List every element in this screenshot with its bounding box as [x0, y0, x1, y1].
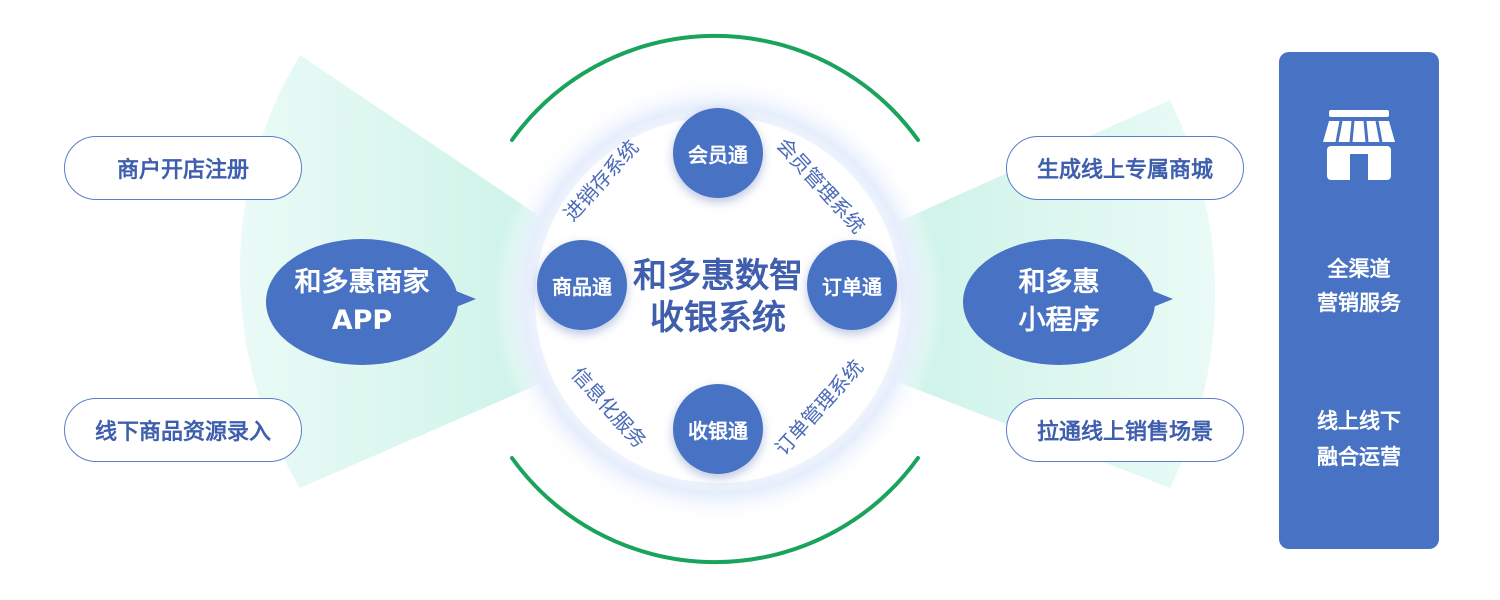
order-node: 订单通 — [807, 240, 897, 330]
bottom-green-arc — [510, 456, 920, 565]
store-icon — [1323, 110, 1395, 180]
panel-text-line2: 营销服务 — [1317, 291, 1401, 315]
merchant-app-bubble-tail — [446, 287, 476, 311]
panel-text-line3: 线上线下 — [1317, 409, 1401, 433]
center-title-line2: 收银系统 — [650, 298, 786, 338]
merchant-app-line1: 和多惠商家 — [294, 267, 430, 298]
mini-program-bubble: 和多惠 小程序 — [963, 239, 1155, 365]
mini-program-line1: 和多惠 — [1018, 267, 1100, 298]
offline-goods-entry-pill: 线下商品资源录入 — [64, 398, 302, 462]
mini-program-bubble-tail — [1143, 287, 1173, 311]
center-disk — [535, 117, 901, 483]
goods-node: 商品通 — [537, 240, 627, 330]
online-mall-pill: 生成线上专属商城 — [1006, 136, 1244, 200]
marketing-panel: 全渠道 营销服务 线上线下 融合运营 — [1279, 52, 1439, 549]
merchant-app-line2: APP — [331, 305, 393, 336]
merchant-register-pill: 商户开店注册 — [64, 136, 302, 200]
merchant-app-bubble: 和多惠商家 APP — [266, 239, 458, 365]
center-title: 和多惠数智 收银系统 — [618, 255, 818, 339]
panel-text-line4: 融合运营 — [1317, 445, 1401, 469]
cashier-node: 收银通 — [673, 384, 763, 474]
online-sales-pill: 拉通线上销售场景 — [1006, 398, 1244, 462]
mini-program-line2: 小程序 — [1018, 305, 1100, 336]
panel-text-line1: 全渠道 — [1327, 257, 1391, 281]
top-green-arc — [510, 33, 920, 142]
center-title-line1: 和多惠数智 — [633, 256, 803, 296]
member-node: 会员通 — [673, 108, 763, 198]
